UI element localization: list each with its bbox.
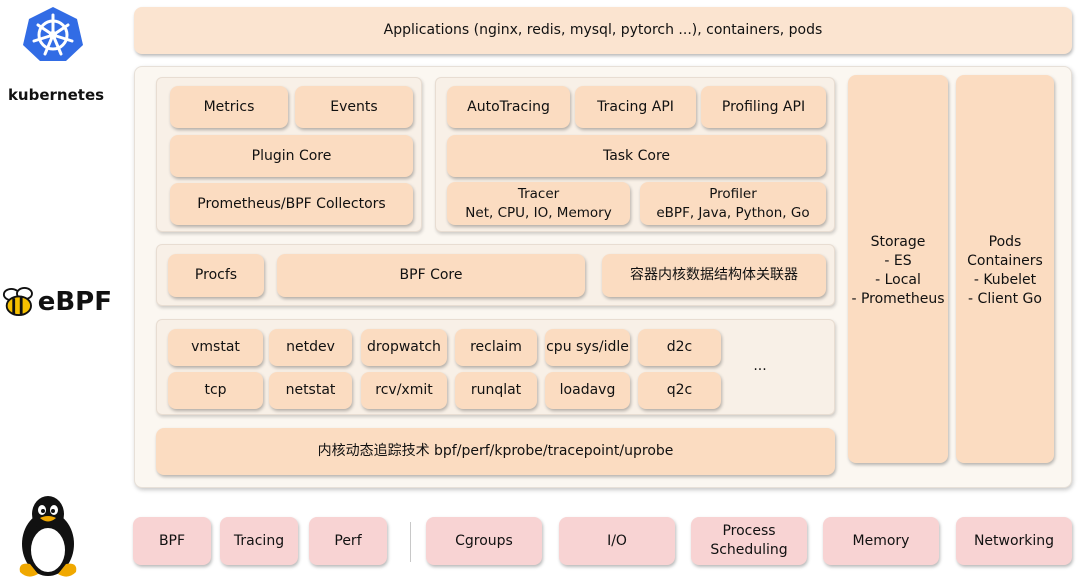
metrics-box: Metrics bbox=[170, 86, 288, 128]
collectors-box: Prometheus/BPF Collectors bbox=[170, 183, 413, 225]
kernel-cgroups: Cgroups bbox=[426, 517, 542, 565]
profiling-api-box: Profiling API bbox=[701, 86, 826, 128]
probe-d2c: d2c bbox=[638, 329, 721, 366]
plugin-core-box: Plugin Core bbox=[170, 135, 413, 177]
probe-reclaim: reclaim bbox=[455, 329, 537, 366]
kubernetes-logo bbox=[22, 6, 84, 62]
bpf-core-box: BPF Core bbox=[277, 254, 585, 297]
probe-tcp: tcp bbox=[168, 372, 263, 409]
correlator-box: 容器内核数据结构体关联器 bbox=[602, 254, 826, 297]
bee-icon bbox=[2, 287, 33, 317]
ebpf-label: eBPF bbox=[37, 287, 112, 317]
kernel-process-scheduling: Process Scheduling bbox=[691, 517, 807, 565]
profiler-box: Profiler eBPF, Java, Python, Go bbox=[640, 182, 826, 225]
pods-box: Pods Containers - Kubelet - Client Go bbox=[956, 75, 1054, 463]
kernel-networking: Networking bbox=[956, 517, 1072, 565]
ebpf-logo: eBPF bbox=[2, 284, 112, 320]
probe-dropwatch: dropwatch bbox=[361, 329, 447, 366]
probe-q2c: q2c bbox=[638, 372, 721, 409]
events-box: Events bbox=[295, 86, 413, 128]
kernel-tracing: Tracing bbox=[220, 517, 298, 565]
kubernetes-icon bbox=[23, 7, 83, 61]
task-core-box: Task Core bbox=[447, 135, 826, 177]
procfs-box: Procfs bbox=[168, 254, 264, 297]
probe-netstat: netstat bbox=[269, 372, 352, 409]
kubernetes-label: kubernetes bbox=[7, 86, 105, 104]
linux-logo bbox=[16, 494, 80, 580]
tracing-tech-bar: 内核动态追踪技术 bpf/perf/kprobe/tracepoint/upro… bbox=[156, 428, 835, 475]
applications-bar: Applications (nginx, redis, mysql, pytor… bbox=[134, 7, 1072, 54]
kernel-bpf: BPF bbox=[133, 517, 211, 565]
probe-vmstat: vmstat bbox=[168, 329, 263, 366]
storage-box: Storage - ES - Local - Prometheus bbox=[848, 75, 948, 463]
probe-loadavg: loadavg bbox=[545, 372, 630, 409]
probe-rcv-xmit: rcv/xmit bbox=[361, 372, 447, 409]
kernel-divider bbox=[410, 522, 411, 562]
probe-netdev: netdev bbox=[269, 329, 352, 366]
tracer-box: Tracer Net, CPU, IO, Memory bbox=[447, 182, 630, 225]
kernel-memory: Memory bbox=[823, 517, 939, 565]
probe-runqlat: runqlat bbox=[455, 372, 537, 409]
tracing-api-box: Tracing API bbox=[575, 86, 696, 128]
kernel-perf: Perf bbox=[309, 517, 387, 565]
probes-more: ... bbox=[753, 358, 767, 374]
kernel-io: I/O bbox=[559, 517, 675, 565]
tux-icon bbox=[19, 496, 77, 577]
autotracing-box: AutoTracing bbox=[447, 86, 570, 128]
probe-cpu-sys-idle: cpu sys/idle bbox=[545, 329, 630, 366]
